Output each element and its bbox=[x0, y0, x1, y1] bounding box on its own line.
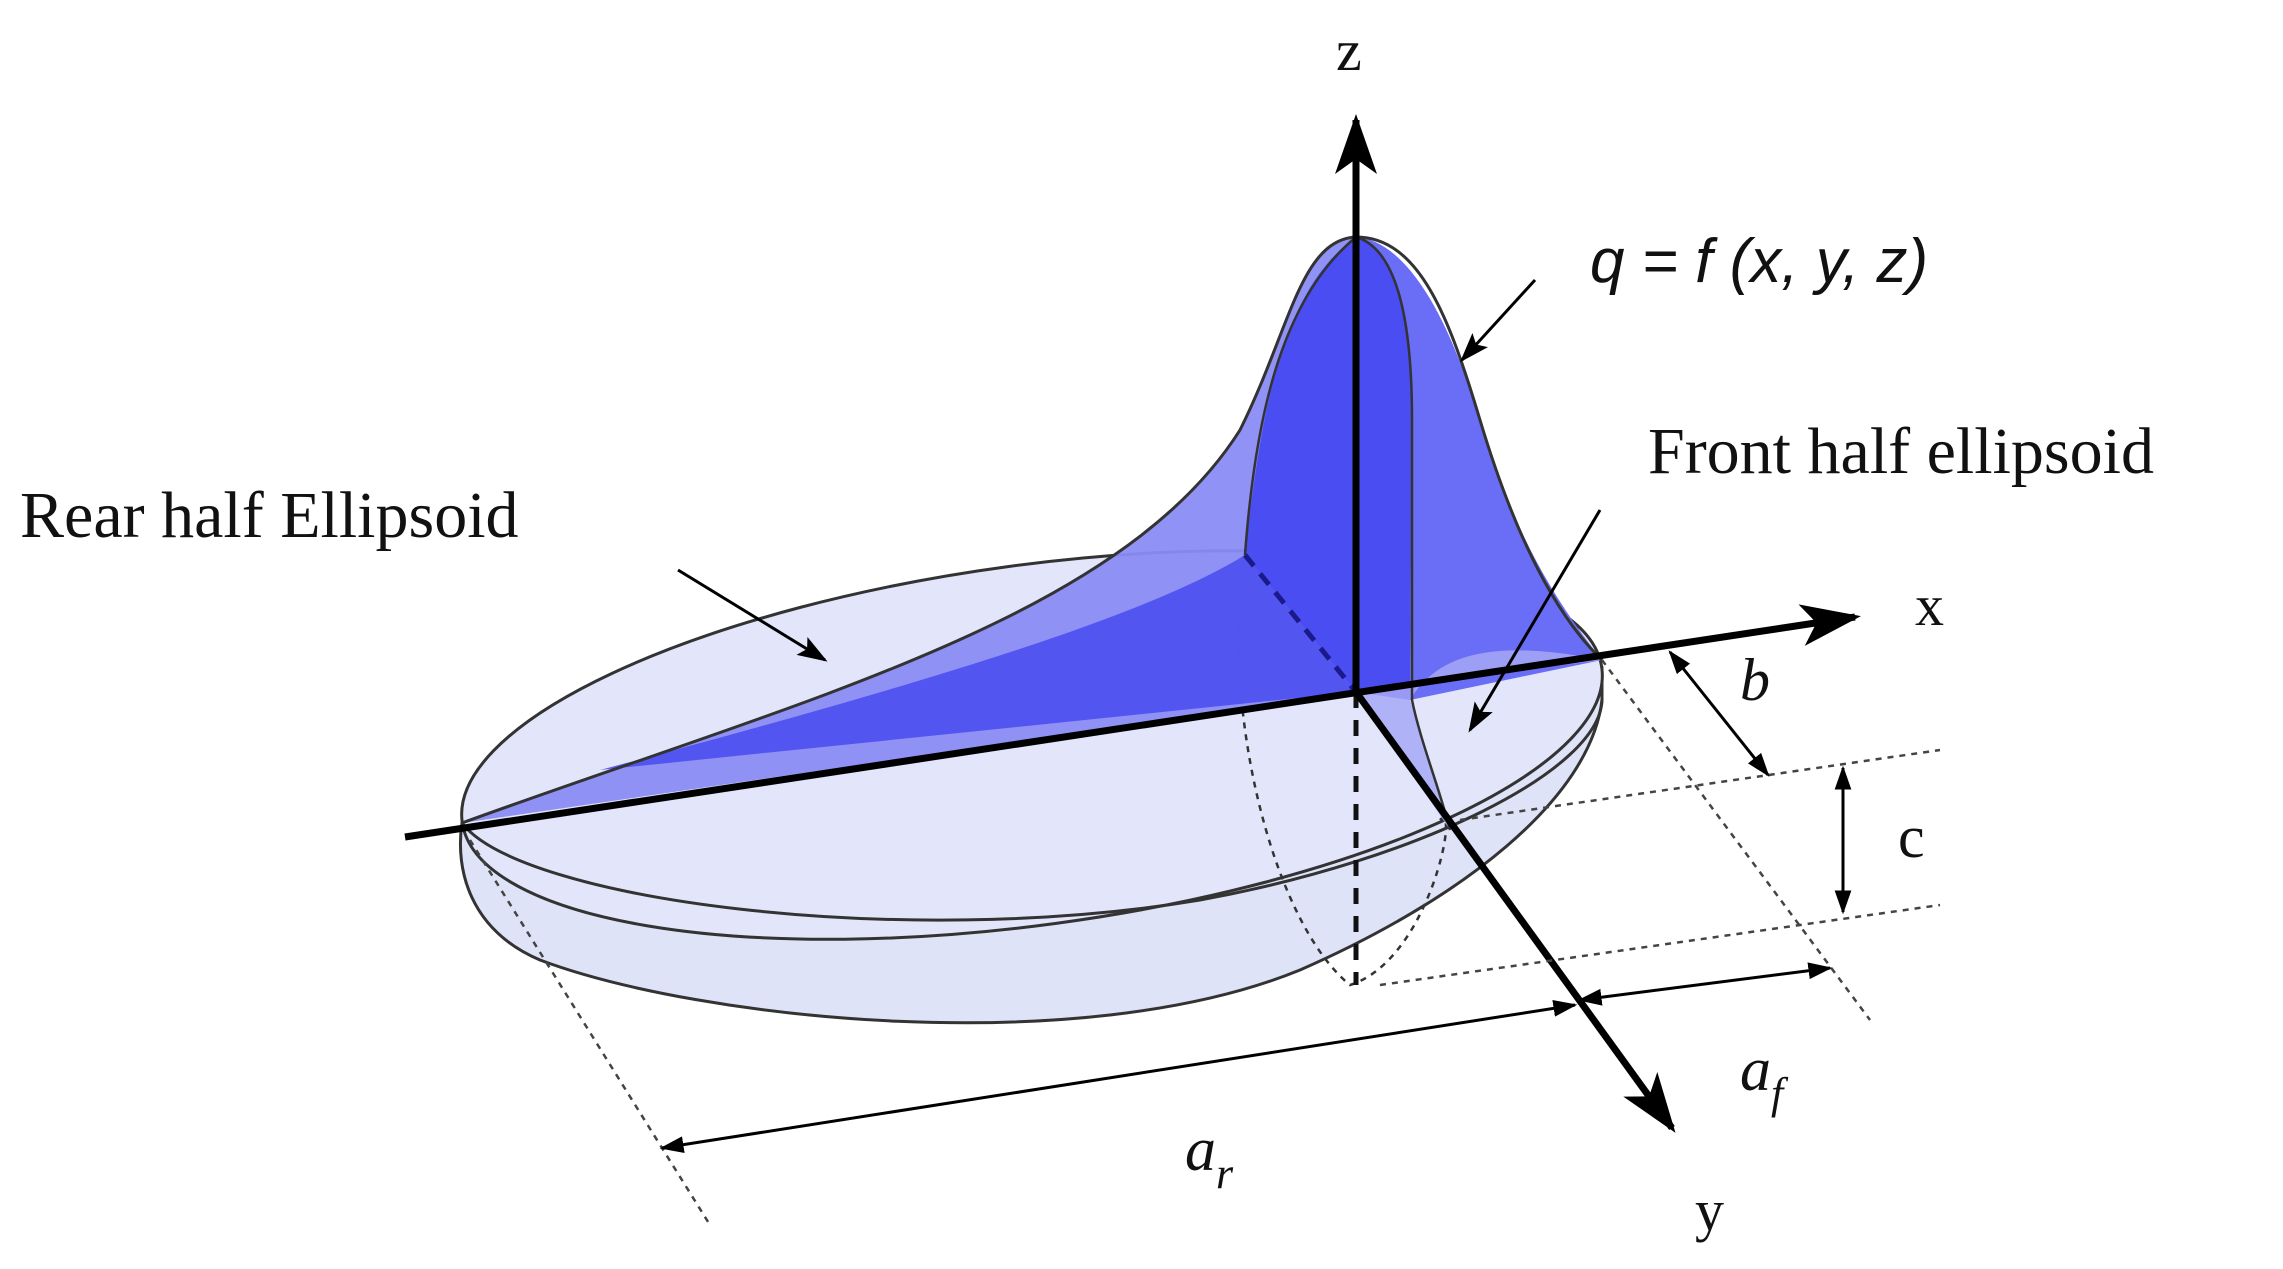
equation-label: q = f (x, y, z) bbox=[1590, 227, 1928, 296]
front-half-label: Front half ellipsoid bbox=[1648, 415, 2154, 488]
dim-af-main: a bbox=[1740, 1036, 1771, 1104]
guide-c-top bbox=[1459, 748, 1941, 822]
axis-z-label: z bbox=[1336, 18, 1362, 83]
dim-c-label: c bbox=[1898, 804, 1925, 870]
heat-flux-meridian-1 bbox=[1243, 236, 1357, 556]
axis-x-label: x bbox=[1915, 573, 1944, 638]
rear-half-label: Rear half Ellipsoid bbox=[20, 479, 519, 552]
ellipsoid-middle-rim bbox=[460, 699, 1604, 922]
dim-ar-sub: r bbox=[1216, 1149, 1234, 1198]
heat-flux-surface-front bbox=[1356, 237, 1602, 700]
dim-b-arrow bbox=[1668, 650, 1770, 777]
heat-flux-surface-mid bbox=[600, 555, 1356, 770]
dim-af-sub: f bbox=[1771, 1069, 1789, 1118]
axis-x-line bbox=[404, 604, 1861, 841]
pointer-equation bbox=[1459, 278, 1537, 363]
axis-y-label: y bbox=[1695, 1178, 1724, 1243]
guide-b-upper bbox=[1600, 659, 1872, 1021]
origin-dashed-diagonal bbox=[1243, 553, 1358, 694]
pointer-front bbox=[1468, 509, 1602, 733]
dim-b-label: b bbox=[1740, 647, 1770, 713]
axis-y-line bbox=[1353, 689, 1676, 1133]
dim-af-arrow bbox=[1577, 962, 1833, 1006]
guide-c-bottom bbox=[1379, 903, 1941, 987]
heat-flux-outline bbox=[461, 235, 1604, 825]
heat-flux-meridian-2 bbox=[1355, 235, 1452, 831]
pointer-rear bbox=[677, 568, 828, 662]
dim-ar-label: ar bbox=[1185, 1116, 1234, 1198]
guide-ar-left bbox=[468, 839, 712, 1226]
dim-ar-main: a bbox=[1185, 1116, 1216, 1184]
dim-ar-arrow bbox=[659, 1000, 1578, 1153]
heat-flux-surface-core bbox=[1245, 237, 1412, 700]
heat-flux-surface-front-lower bbox=[1356, 650, 1602, 830]
dim-af-label: af bbox=[1740, 1036, 1789, 1118]
